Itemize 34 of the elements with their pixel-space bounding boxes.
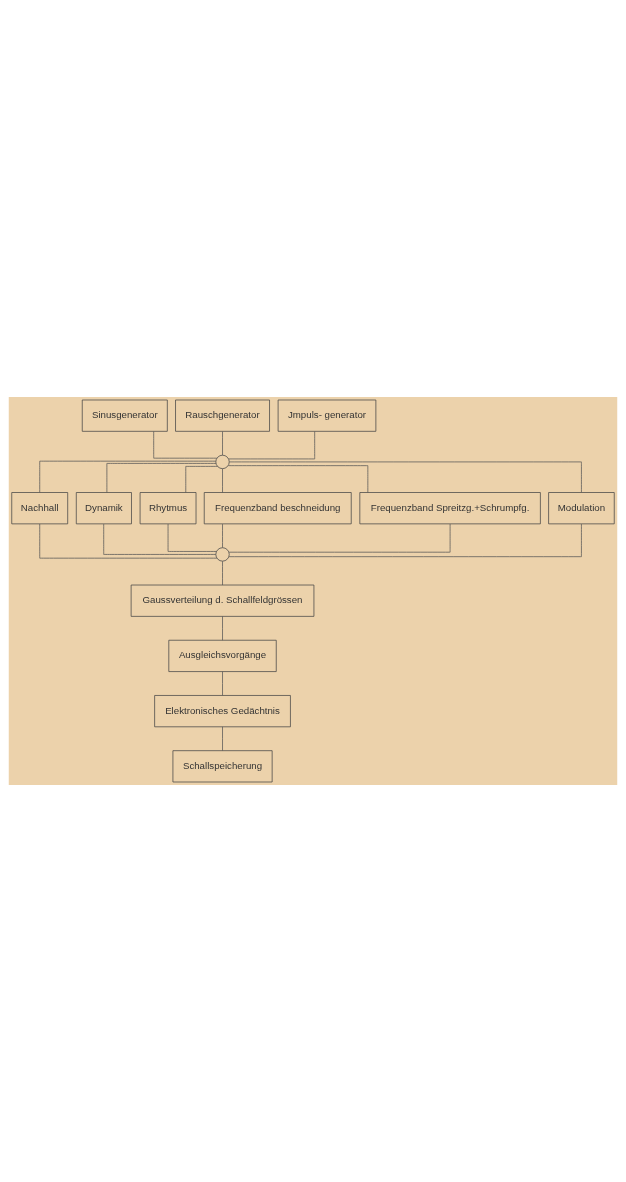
connector [228, 523, 451, 553]
connector [222, 671, 223, 696]
connector [222, 431, 223, 456]
connector [153, 431, 218, 459]
node-box: Frequenzband beschneidung [203, 492, 352, 525]
connector [222, 523, 223, 549]
connector [222, 726, 223, 751]
connector [229, 461, 582, 493]
connector [103, 523, 217, 555]
node-box: Elektronisches Gedächtnis [154, 695, 291, 728]
node-box: Jmpuls- generator [277, 399, 377, 432]
connector [106, 463, 217, 493]
node-box: Rhytmus [139, 492, 197, 525]
node-circle [215, 454, 230, 469]
connector [228, 523, 582, 558]
node-box: Frequenzband Spreitzg.+Schrumpfg. [359, 492, 541, 525]
connector [39, 523, 218, 559]
node-box: Sinusgenerator [81, 399, 168, 432]
node-box: Gaussverteilung d. Schallfeldgrössen [130, 584, 315, 617]
node-box: Modulation [548, 492, 615, 525]
connector [228, 465, 369, 493]
connector [185, 466, 218, 493]
connector [39, 460, 217, 493]
node-box: Rauschgenerator [175, 399, 270, 432]
node-box: Dynamik [75, 492, 132, 525]
node-circle [215, 547, 230, 562]
connector [228, 431, 316, 460]
node-box: Ausgleichsvorgänge [168, 639, 277, 672]
connector [222, 560, 223, 586]
node-box: Schallspeicherung [172, 750, 273, 783]
connector [167, 523, 217, 552]
node-box: Nachhall [11, 492, 69, 525]
connector [222, 616, 223, 641]
connector [222, 468, 223, 493]
